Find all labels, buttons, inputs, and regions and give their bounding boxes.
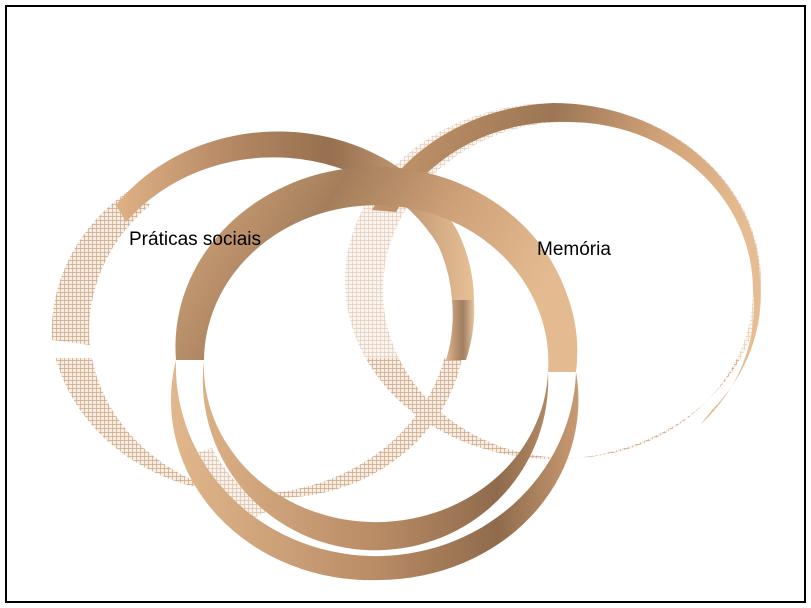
front-ring-bronze-bottom: [170, 360, 579, 581]
memoria-ring-hatched-left: [345, 103, 762, 358]
praticas-ring-bronze-tail: [446, 300, 475, 360]
praticas-ring-hatched-back: [55, 358, 462, 498]
memoria-label: Memória: [537, 239, 611, 260]
diagram-frame: [5, 5, 806, 603]
praticas-ring-hatched-left: [51, 190, 151, 345]
front-ring-bronze-top: [175, 166, 578, 372]
memoria-ring-hatched-back: [365, 358, 741, 459]
memoria-ring-bronze-front: [372, 103, 761, 425]
memoria-ring: [345, 103, 762, 459]
front-ring: [170, 166, 579, 581]
praticas-sociais-label: Práticas sociais: [129, 229, 261, 250]
front-ring-hatched-segment: [190, 448, 270, 520]
